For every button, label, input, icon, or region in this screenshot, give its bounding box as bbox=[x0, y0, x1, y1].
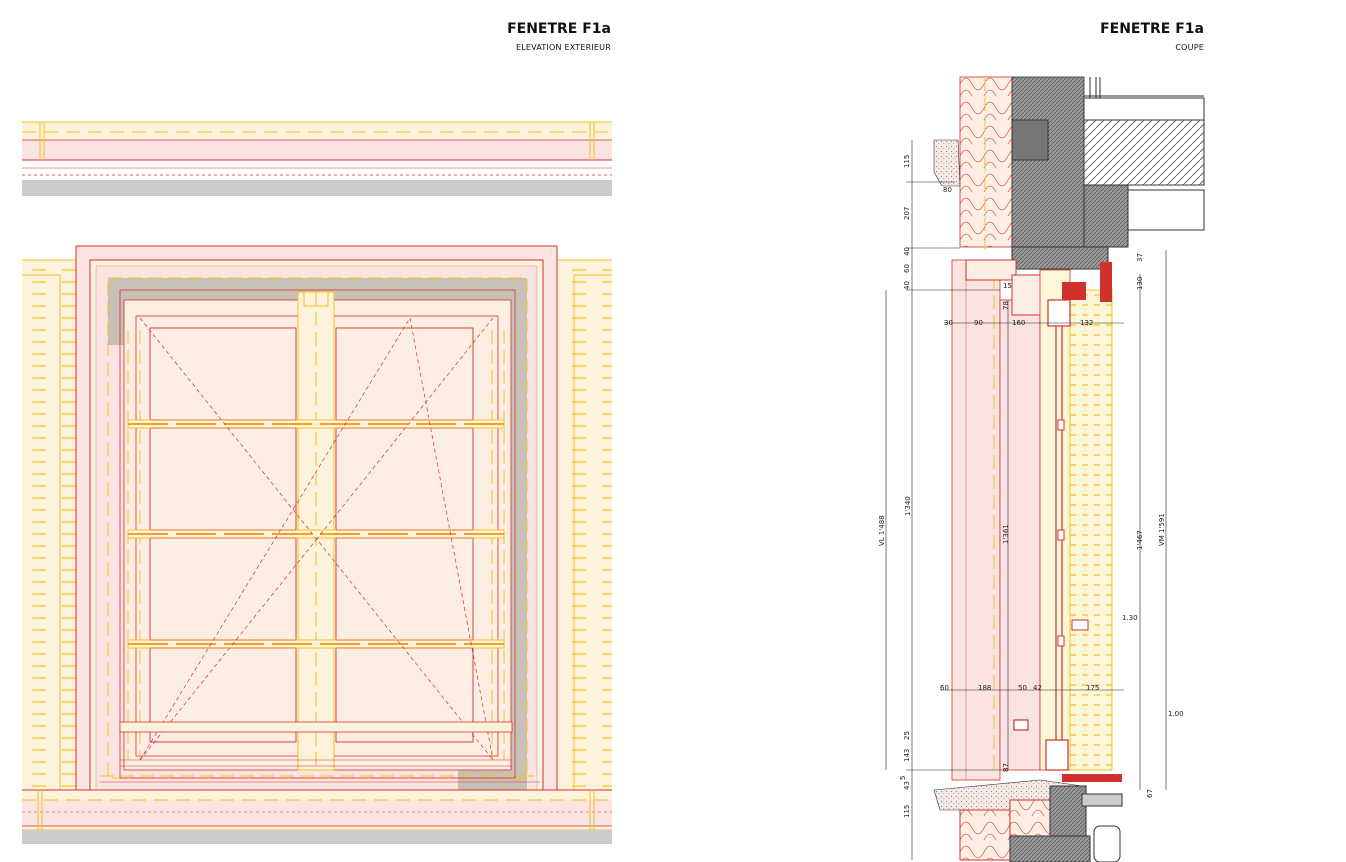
dim-90: 90 bbox=[974, 319, 983, 327]
dim-vl: VL 1'488 bbox=[878, 515, 886, 546]
stone-cornice bbox=[933, 139, 961, 187]
dim-1361: 1'361 bbox=[1002, 524, 1010, 544]
dim-42: 42 bbox=[1033, 684, 1042, 692]
dim-175: 175 bbox=[1086, 684, 1099, 692]
insulation-layer bbox=[959, 76, 1013, 250]
dim-130: 130 bbox=[1136, 277, 1144, 290]
dim-40b: 40 bbox=[903, 281, 911, 290]
dim-60a: 60 bbox=[903, 264, 911, 273]
dim-67: 67 bbox=[1146, 789, 1154, 798]
dim-132: 132 bbox=[1080, 319, 1093, 327]
top-beam bbox=[22, 121, 612, 196]
dim-vm: VM 1'591 bbox=[1158, 513, 1166, 546]
dim-43: 43 bbox=[903, 781, 911, 790]
elevation-drawing bbox=[22, 121, 612, 844]
wall-reveal bbox=[951, 259, 1053, 781]
side-walls bbox=[22, 259, 612, 790]
dim-115-bot: 115 bbox=[903, 805, 911, 818]
dim-1340: 1'340 bbox=[904, 496, 912, 516]
dim-50: 50 bbox=[1018, 684, 1027, 692]
dim-207: 207 bbox=[903, 207, 911, 220]
dim-60b: 60 bbox=[940, 684, 949, 692]
dim-188: 188 bbox=[978, 684, 991, 692]
elevation-subtitle: ELEVATION EXTERIEUR bbox=[516, 43, 611, 52]
dim-15: 15 bbox=[1003, 282, 1012, 290]
concrete-wall bbox=[1011, 76, 1205, 270]
sill-section bbox=[933, 779, 1123, 862]
bottom-sill bbox=[22, 775, 612, 844]
dim-1467: 1'467 bbox=[1136, 530, 1144, 550]
dim-80: 80 bbox=[943, 186, 952, 194]
dim-5: 5 bbox=[899, 776, 907, 780]
level-130: 1.30 bbox=[1122, 614, 1138, 622]
dim-25: 25 bbox=[903, 731, 911, 740]
window-frame bbox=[119, 291, 513, 771]
elevation-title: FENETRE F1a bbox=[507, 21, 611, 37]
opening-symbols bbox=[139, 317, 494, 761]
dim-87: 87 bbox=[1002, 763, 1010, 772]
section-title: FENETRE F1a bbox=[1100, 21, 1204, 37]
dim-143: 143 bbox=[903, 749, 911, 762]
dimension-lines bbox=[885, 140, 1167, 860]
dim-37: 37 bbox=[1136, 253, 1144, 262]
dim-160: 160 bbox=[1012, 319, 1025, 327]
dim-115-top: 115 bbox=[903, 155, 911, 168]
section-subtitle: COUPE bbox=[1175, 43, 1204, 52]
dimension-labels: 115 80 207 40 60 40 37 130 78 15 30 90 1… bbox=[878, 155, 1184, 818]
dim-30: 30 bbox=[944, 319, 953, 327]
dim-40: 40 bbox=[903, 247, 911, 256]
window-section bbox=[1013, 262, 1122, 782]
dim-78: 78 bbox=[1002, 301, 1010, 310]
level-100: 1.00 bbox=[1168, 710, 1184, 718]
